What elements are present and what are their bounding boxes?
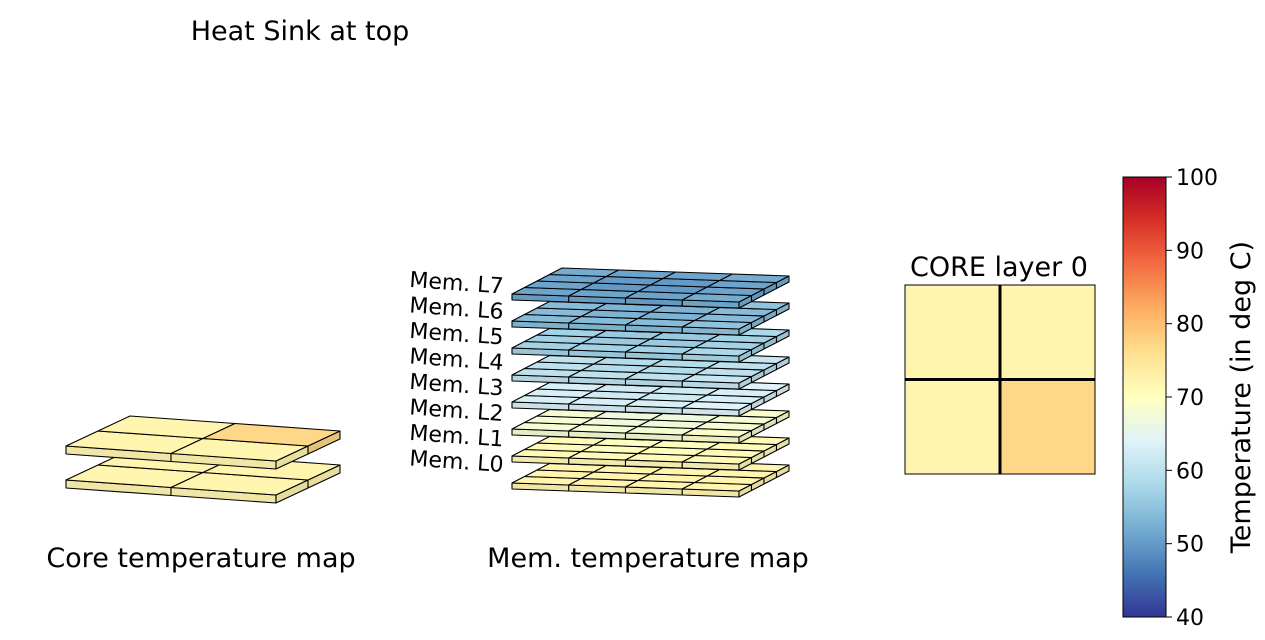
colorbar-ticks: 40 50 60 70 80 90 100: [1166, 166, 1218, 631]
mem-layer: [511, 267, 790, 309]
colorbar: [1122, 176, 1167, 618]
mem-layer-cell: [719, 273, 790, 284]
figure-title: Heat Sink at top: [191, 16, 410, 47]
core-3d-panel: [65, 415, 341, 504]
core-layer-cell: [1000, 379, 1095, 474]
core-layer-heatmap: [904, 284, 1096, 475]
mem-layer: [511, 294, 790, 336]
mem-layer: [511, 429, 790, 471]
colorbar-tick-label: 50: [1176, 533, 1204, 558]
core-layer-title: CORE layer 0: [910, 252, 1088, 283]
core-layer-cell: [905, 379, 1000, 474]
colorbar-tick-label: 70: [1176, 386, 1204, 411]
core-layer-frame: [904, 284, 1096, 475]
colorbar-tick-label: 90: [1176, 239, 1204, 264]
colorbar-tick-label: 80: [1176, 313, 1204, 338]
core-layer: [65, 415, 341, 470]
core-layer-cell: [905, 285, 1000, 380]
core-map-caption: Core temperature map: [46, 543, 355, 574]
core-layer-cell: [1000, 285, 1095, 380]
mem-3d-panel: [511, 267, 790, 498]
colorbar-tick-label: 100: [1176, 166, 1218, 191]
colorbar-tick-label: 40: [1176, 606, 1204, 631]
colorbar-label: Temperature (in deg C): [1226, 241, 1257, 554]
core-layer-cell: [202, 422, 341, 447]
mem-map-caption: Mem. temperature map: [487, 543, 809, 574]
colorbar-tick-label: 60: [1176, 459, 1204, 484]
